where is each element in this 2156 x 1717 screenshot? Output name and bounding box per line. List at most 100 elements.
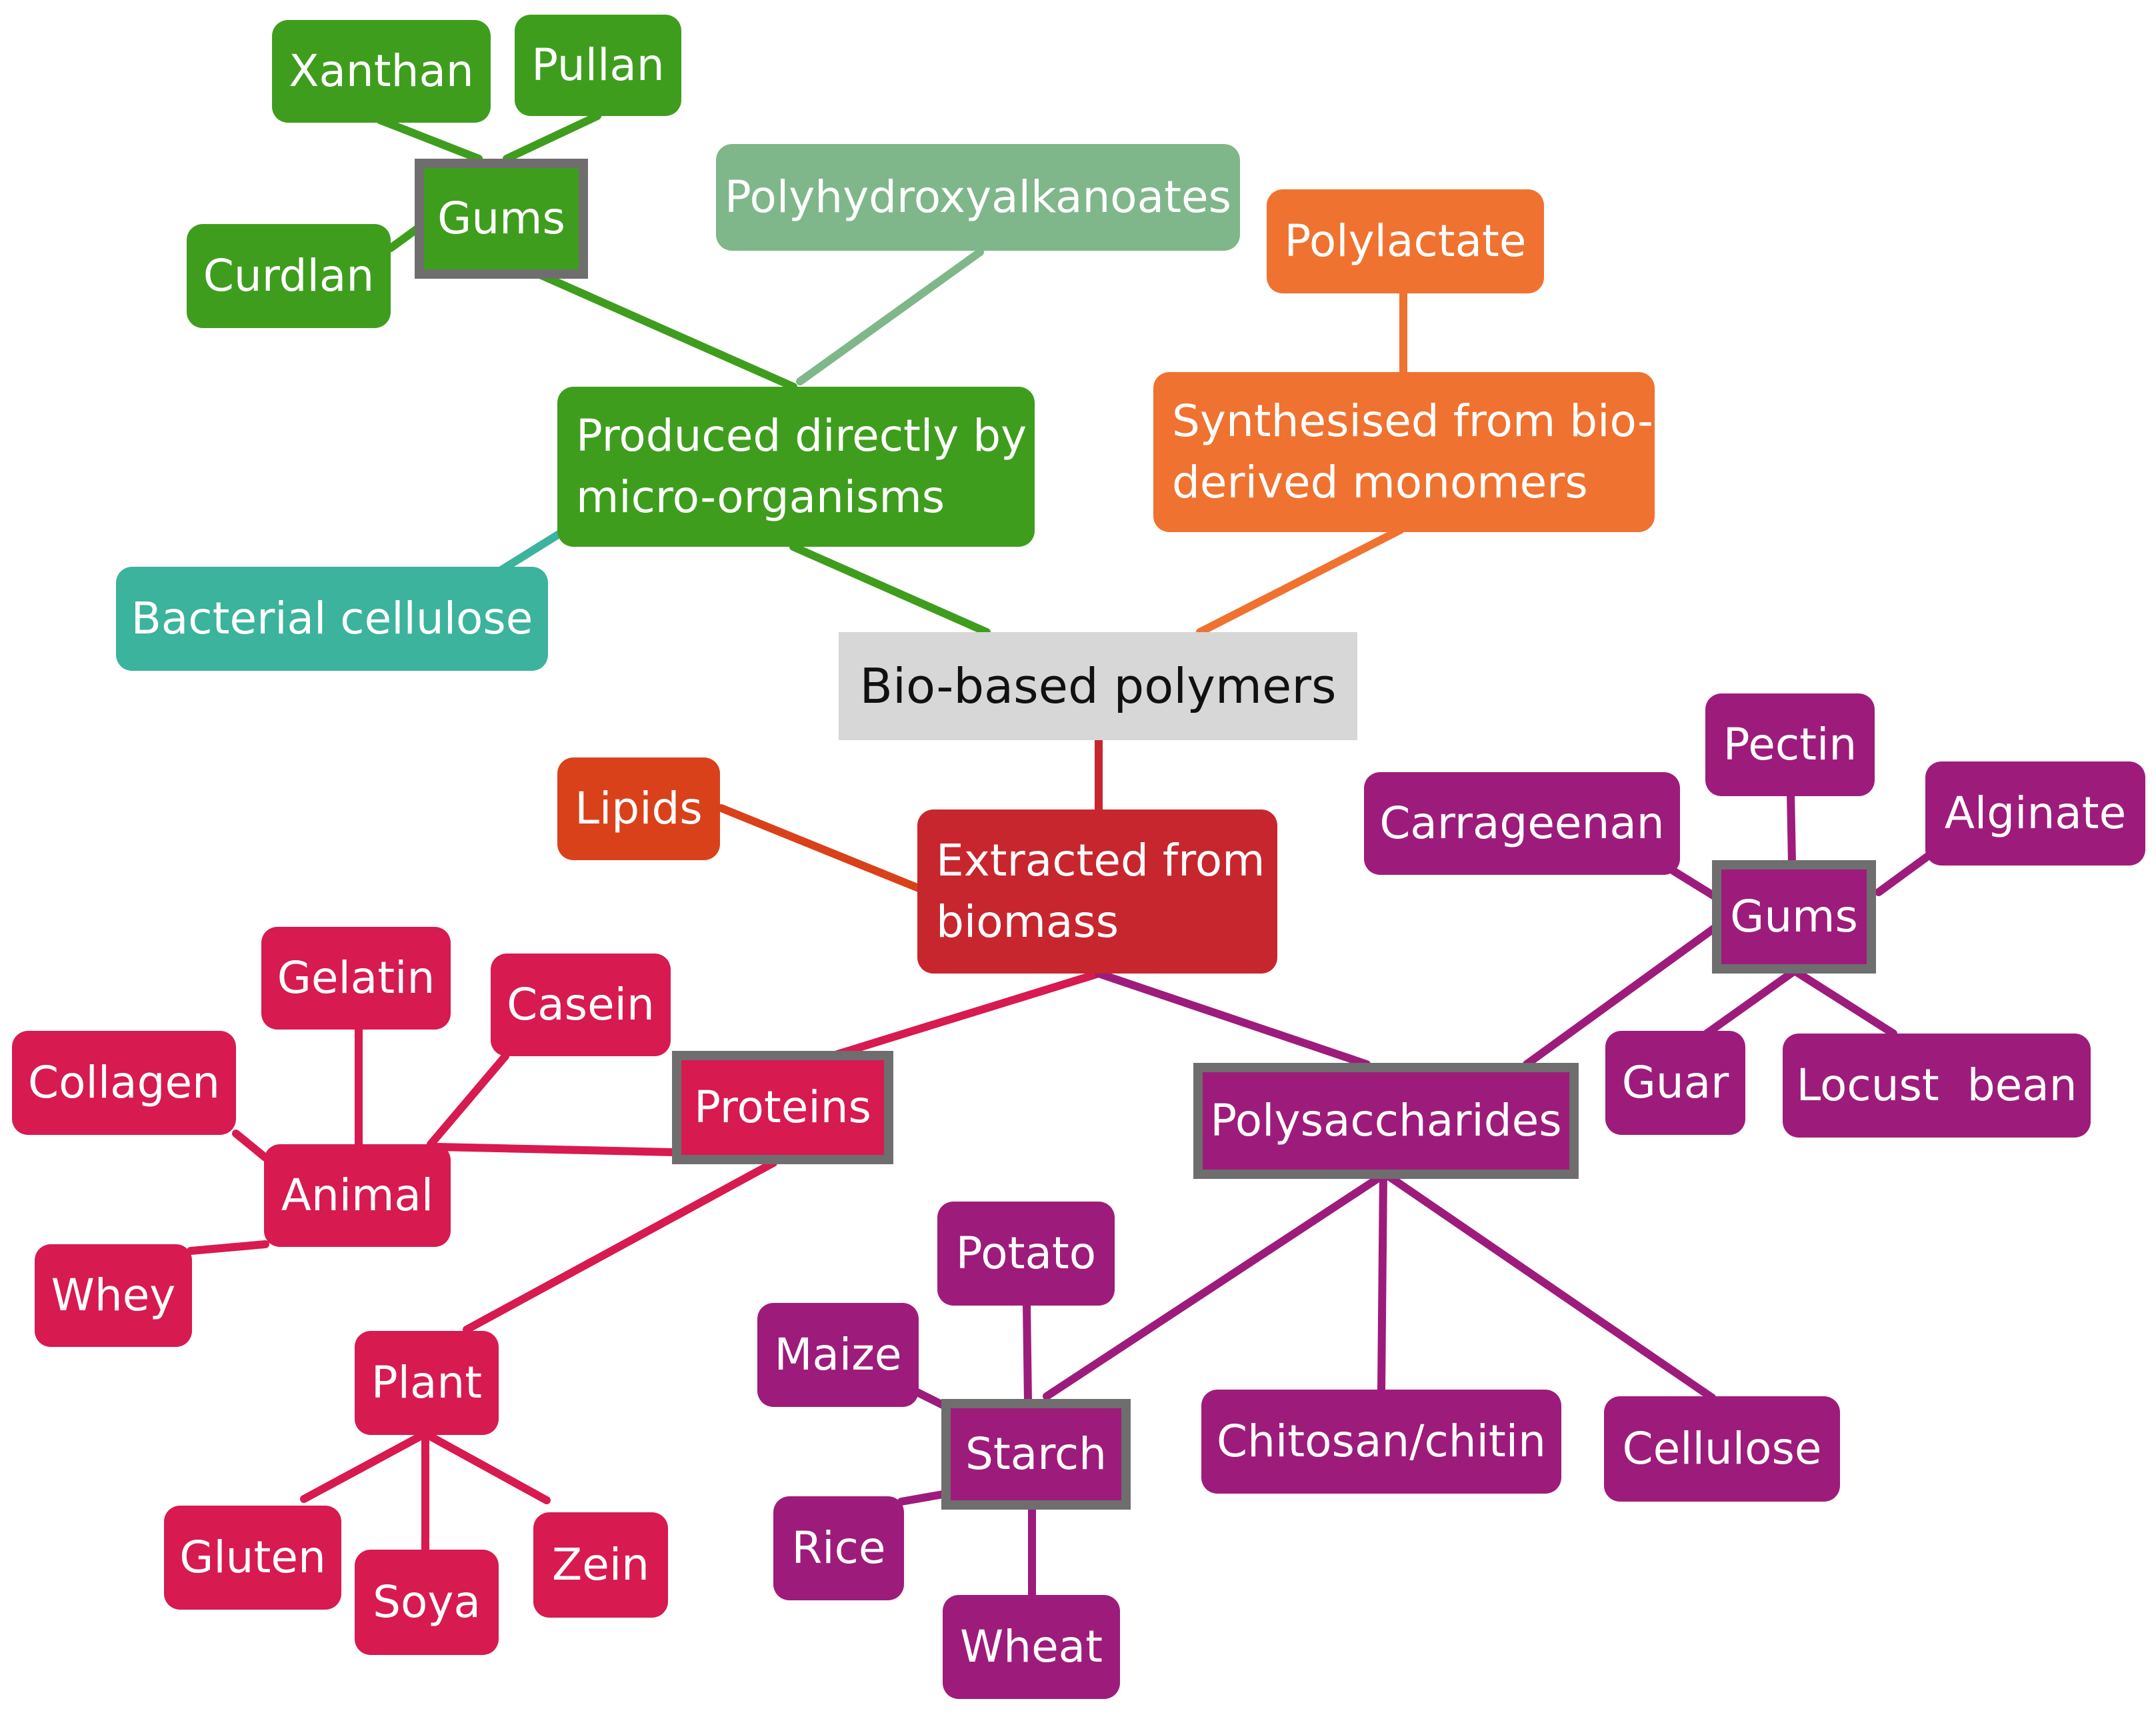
- pha-node: Polyhydroxyalkanoates: [716, 144, 1240, 251]
- edge-proteins-animal: [433, 1143, 677, 1156]
- lipids-label: Lipids: [575, 783, 703, 834]
- edge-animal-casein: [427, 1052, 509, 1148]
- carrageenan-label: Carrageenan: [1379, 797, 1665, 849]
- edge-micro-bacterial: [496, 529, 564, 575]
- gluten-label: Gluten: [179, 1532, 326, 1583]
- edge-poly-starch: [1043, 1171, 1387, 1400]
- zein-label: Zein: [552, 1539, 649, 1590]
- potato-node: Potato: [937, 1202, 1115, 1306]
- plant-label: Plant: [371, 1357, 483, 1408]
- micro-organisms-node: Produced directly by micro-organisms: [557, 387, 1035, 547]
- root-node: Bio-based polymers: [839, 632, 1357, 740]
- xanthan-label: Xanthan: [289, 45, 474, 97]
- edge-starch-potato: [1023, 1300, 1032, 1406]
- bacterial-cellulose-node: Bacterial cellulose: [116, 567, 548, 671]
- cellulose-label: Cellulose: [1622, 1423, 1822, 1474]
- maize-label: Maize: [774, 1329, 902, 1380]
- chitosan-chitin-node: Chitosan/chitin: [1201, 1390, 1561, 1494]
- edge-poly-cellulose: [1383, 1171, 1716, 1402]
- pullan-label: Pullan: [531, 39, 665, 91]
- edge-plant-zein: [421, 1430, 551, 1504]
- polylactate-label: Polylactate: [1284, 215, 1527, 267]
- synthesised-node: Synthesised from bio- derived monomers: [1153, 372, 1655, 532]
- proteins-label: Proteins: [694, 1082, 871, 1133]
- casein-label: Casein: [507, 979, 655, 1030]
- edge-gums-guar: [1703, 967, 1799, 1038]
- chitosan-chitin-label: Chitosan/chitin: [1217, 1416, 1546, 1467]
- edge-gums-locust: [1791, 967, 1897, 1038]
- gelatin-node: Gelatin: [261, 927, 451, 1030]
- polylactate-node: Polylactate: [1267, 189, 1544, 293]
- locust-bean-node: Locust bean: [1783, 1034, 2091, 1138]
- wheat-label: Wheat: [959, 1621, 1103, 1672]
- edge-root-micro: [789, 543, 991, 636]
- starch-label: Starch: [965, 1428, 1107, 1480]
- edge-poly-gums: [1523, 916, 1729, 1068]
- casein-node: Casein: [491, 954, 671, 1056]
- bacterial-cellulose-label: Bacterial cellulose: [131, 593, 533, 644]
- edge-extracted-proteins: [823, 970, 1103, 1062]
- alginate-label: Alginate: [1944, 787, 2127, 839]
- edge-gums-pectin: [1787, 788, 1796, 867]
- locust-bean-label: Locust bean: [1796, 1060, 2077, 1111]
- alginate-node: Alginate: [1925, 761, 2145, 866]
- synthesised-label-line-1: Synthesised from bio-: [1172, 395, 1653, 447]
- edge-gums-carrageenan: [1669, 867, 1723, 903]
- plant-node: Plant: [355, 1331, 499, 1435]
- edge-root-synth: [1196, 526, 1404, 636]
- edge-plant-gluten: [300, 1430, 429, 1503]
- edge-extracted-lipids: [717, 804, 923, 892]
- edge-proteins-plant: [463, 1159, 777, 1334]
- extracted-label-line-2: biomass: [936, 896, 1119, 948]
- pha-label: Polyhydroxyalkanoates: [725, 171, 1231, 223]
- gums-micro-node: Gums: [415, 159, 588, 279]
- soya-node: Soya: [355, 1550, 499, 1655]
- rice-label: Rice: [791, 1522, 886, 1574]
- micro-organisms-label-line-2: micro-organisms: [576, 471, 945, 523]
- starch-node: Starch: [941, 1399, 1131, 1510]
- guar-node: Guar: [1605, 1031, 1745, 1135]
- edge-gums-alginate: [1875, 848, 1937, 896]
- pectin-node: Pectin: [1705, 693, 1875, 796]
- whey-node: Whey: [35, 1244, 192, 1347]
- edge-extracted-polysaccharides: [1095, 970, 1371, 1068]
- rice-node: Rice: [773, 1496, 904, 1600]
- lipids-node: Lipids: [557, 757, 720, 860]
- animal-label: Animal: [281, 1170, 434, 1221]
- edge-animal-collagen: [232, 1130, 269, 1162]
- guar-label: Guar: [1621, 1057, 1729, 1108]
- polysaccharides-node: Polysaccharides: [1193, 1063, 1579, 1179]
- edge-starch-rice: [897, 1490, 951, 1506]
- cellulose-node: Cellulose: [1604, 1396, 1840, 1502]
- root-label: Bio-based polymers: [859, 658, 1337, 714]
- polysaccharides-label: Polysaccharides: [1210, 1095, 1562, 1146]
- edge-gums-xanthan: [376, 116, 483, 163]
- zein-node: Zein: [533, 1512, 668, 1618]
- gums-poly-node: Gums: [1712, 860, 1876, 974]
- gluten-node: Gluten: [164, 1506, 341, 1610]
- maize-node: Maize: [757, 1303, 919, 1407]
- edge-micro-pha: [796, 248, 984, 385]
- edge-poly-chitosan: [1377, 1171, 1387, 1394]
- animal-node: Animal: [264, 1144, 451, 1247]
- xanthan-node: Xanthan: [272, 20, 491, 123]
- potato-label: Potato: [955, 1228, 1097, 1279]
- synthesised-label-line-2: derived monomers: [1172, 457, 1588, 508]
- pectin-label: Pectin: [1723, 719, 1857, 770]
- edge-gums-pullan: [503, 112, 601, 163]
- micro-organisms-label-line-1: Produced directly by: [576, 410, 1027, 461]
- proteins-node: Proteins: [672, 1051, 893, 1164]
- gelatin-label: Gelatin: [277, 952, 435, 1004]
- collagen-label: Collagen: [28, 1057, 220, 1108]
- pullan-node: Pullan: [515, 15, 681, 116]
- soya-label: Soya: [373, 1576, 481, 1628]
- wheat-node: Wheat: [943, 1595, 1120, 1699]
- gums-poly-label: Gums: [1730, 891, 1858, 942]
- extracted-node: Extracted from biomass: [917, 809, 1277, 974]
- edge-micro-gums: [536, 271, 797, 391]
- gums-micro-label: Gums: [437, 193, 565, 244]
- whey-label: Whey: [51, 1270, 176, 1321]
- carrageenan-node: Carrageenan: [1364, 772, 1680, 875]
